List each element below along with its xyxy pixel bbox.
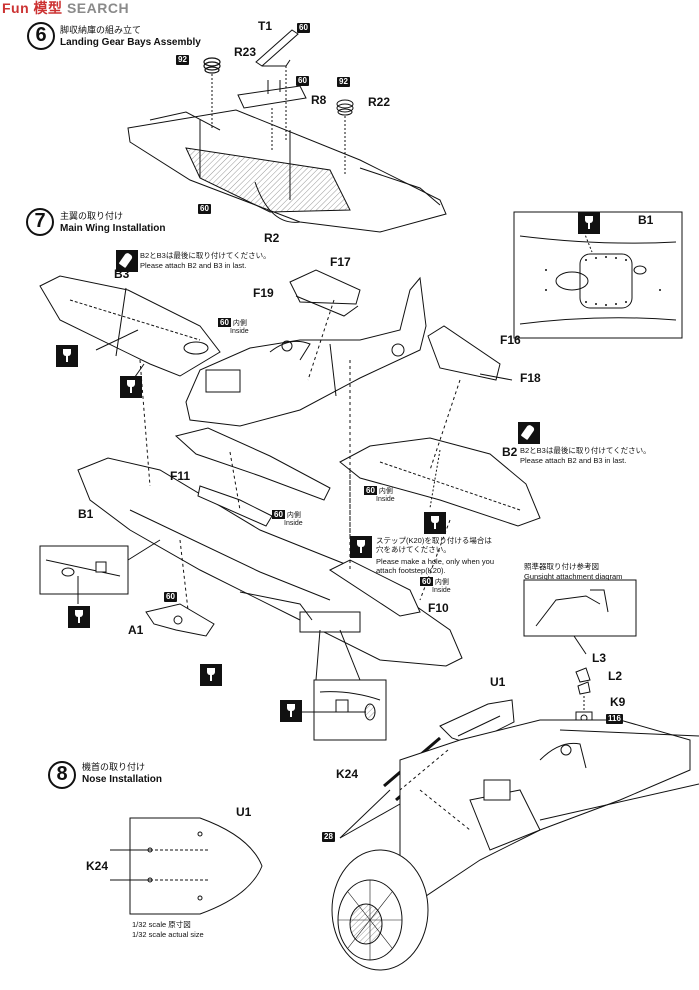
template-k24-label: K24 [86,859,109,873]
part-f18-label: F18 [520,371,541,385]
note-attach-last-jp: B2とB3は最後に取り付けてください。 [140,251,271,260]
gunsight-note-jp: 照準器取り付け参考図 [524,562,599,571]
part-a1-label: A1 [128,623,144,637]
template-u1-label: U1 [236,805,252,819]
step-7-number: 7 [26,208,54,236]
step-6-title-en: Landing Gear Bays Assembly [60,37,201,48]
part-f19-label: F19 [253,286,274,300]
part-f16-label: F16 [500,333,521,347]
part-b1-detail-label: B1 [638,213,654,227]
step-7-title-en: Main Wing Installation [60,223,166,234]
note-step-k20-jp: ステップ(K20)を取り付ける場合は穴をあけてください。 [376,536,492,554]
part-r2-label: R2 [264,231,280,245]
spring-r22 [336,99,354,116]
glue-icon [120,376,142,398]
color-tag-r22: 92 [337,77,350,87]
part-r23-label: R23 [234,45,257,59]
part-b2-label: B2 [502,445,518,459]
step-8-number: 8 [48,761,76,789]
color-tag-r2: 60 [198,204,211,214]
scale-note-en: 1/32 scale actual size [132,930,204,939]
glue-icon [578,212,600,234]
glue-icon [280,700,302,722]
glue-icon [56,345,78,367]
attach-order-icon [116,250,138,272]
attach-order-icon [518,422,540,444]
part-f10-label: F10 [428,601,449,615]
glue-icon [424,512,446,534]
step-7-title-jp: 主翼の取り付け [60,211,124,221]
part-f11-label: F11 [170,469,191,483]
part-l2-label: L2 [608,669,623,683]
site-watermark: Fun 模型 SEARCH [2,0,130,16]
part-t1-label: T1 [258,19,273,33]
glue-icon [350,536,372,558]
part-b3-label: B3 [114,267,130,281]
spring-r23 [203,57,221,74]
gunsight-note-en: Gunsight attachment diagram [524,572,623,581]
part-f17-label: F17 [330,255,351,269]
part-k24-label: K24 [336,767,359,781]
part-l3-label: L3 [592,651,607,665]
step-8-title-jp: 機首の取り付け [82,762,146,772]
scale-note-jp: 1/32 scale 原寸図 [132,920,191,929]
note-attach-last-right-jp: B2とB3は最後に取り付けてください。 [520,446,651,455]
color-tag-a1: 60 [164,592,177,602]
step-6-number: 6 [27,22,55,50]
step-8-title-en: Nose Installation [82,774,163,785]
part-u1-label: U1 [490,675,506,689]
note-attach-last-right-en: Please attach B2 and B3 in last. [520,456,627,465]
color-tag-r8: 60 [296,76,309,86]
glue-icon [68,606,90,628]
part-k9-label: K9 [610,695,626,709]
part-r8-label: R8 [311,93,327,107]
part-r22-label: R22 [368,95,391,109]
glue-icon [200,664,222,686]
step-6-title-jp: 脚収納庫の組み立て [60,25,142,35]
note-attach-last-en: Please attach B2 and B3 in last. [140,261,247,270]
color-tag-k24: 28 [322,832,335,842]
note-step-k20-en: Please make a hole, only when you attach… [376,557,494,575]
color-tag-t1: 60 [297,23,310,33]
color-tag-r23: 92 [176,55,189,65]
part-b1-label: B1 [78,507,94,521]
color-tag-k9: 116 [606,714,623,724]
